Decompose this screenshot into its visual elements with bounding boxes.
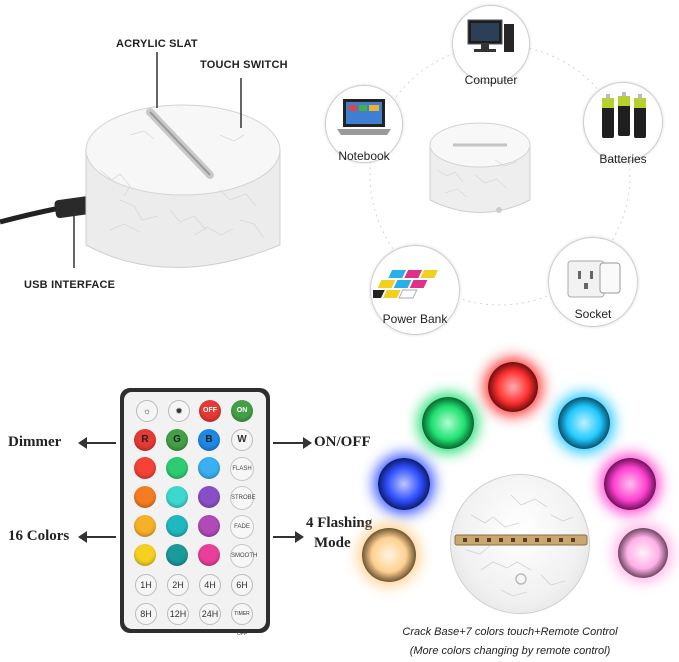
lilac-light-orb [618, 528, 668, 578]
color-button[interactable] [198, 486, 220, 508]
color-button[interactable] [198, 515, 220, 537]
lamp-base-illustration [0, 0, 320, 320]
color-button[interactable] [166, 544, 188, 566]
batteries-icon [598, 92, 650, 147]
computer-label: Computer [464, 73, 518, 87]
notebook-icon [335, 97, 393, 142]
blue-button[interactable]: B [198, 429, 220, 451]
flash-button[interactable]: FLASH [230, 457, 254, 481]
color-button[interactable] [134, 544, 156, 566]
socket-label: Socket [574, 307, 612, 321]
fade-button[interactable]: FADE [230, 515, 254, 539]
blue-light-orb [378, 458, 430, 510]
touch-switch-label: TOUCH SWITCH [200, 59, 288, 71]
color-button[interactable] [134, 515, 156, 537]
color-button[interactable] [198, 544, 220, 566]
smooth-button[interactable]: SMOOTH [230, 544, 257, 568]
color-button[interactable] [134, 486, 156, 508]
dimmer-label: Dimmer [8, 434, 62, 450]
crack-base-top-view [450, 474, 590, 614]
dimmer-arrow [80, 442, 116, 444]
timer-1h-button[interactable]: 1H [135, 574, 157, 596]
brightness-down-button[interactable]: ☼ [136, 400, 158, 422]
flashing-arrow [273, 536, 299, 538]
warm-white-light-orb [362, 528, 416, 582]
cyan-light-orb [558, 397, 610, 449]
usb-interface-label: USB INTERFACE [24, 279, 116, 291]
acrylic-slat-label: ACRYLIC SLAT [116, 38, 198, 50]
timer-off-button[interactable]: TIMER OFF [231, 603, 253, 637]
lamp-base-svg [0, 52, 281, 268]
brightness-up-button[interactable]: ✹ [168, 400, 190, 422]
socket-icon [566, 257, 624, 308]
on-button[interactable]: ON [231, 400, 253, 422]
dimmer-arrowhead [78, 437, 87, 449]
white-button[interactable]: W [231, 429, 253, 451]
flashing-label-line1: 4 Flashing [306, 515, 373, 531]
strobe-button[interactable]: STROBE [230, 486, 256, 510]
computer-icon [466, 18, 516, 61]
red-button[interactable]: R [134, 429, 156, 451]
colors16-arrow [80, 536, 116, 538]
power-bank-icon [367, 268, 457, 313]
color-button[interactable] [166, 486, 188, 508]
timer-4h-button[interactable]: 4H [199, 574, 221, 596]
color-button[interactable] [166, 457, 188, 479]
on-off-arrowhead [303, 437, 312, 449]
flashing-arrowhead [295, 531, 304, 543]
center-lamp-base [425, 115, 535, 225]
batteries-label: Batteries [599, 152, 647, 166]
on-off-label: ON/OFF [314, 434, 371, 450]
flashing-label-line2: Mode [314, 535, 351, 551]
timer-6h-button[interactable]: 6H [231, 574, 253, 596]
color-button[interactable] [166, 515, 188, 537]
timer-2h-button[interactable]: 2H [167, 574, 189, 596]
green-light-orb [422, 397, 474, 449]
colors16-label: 16 Colors [8, 528, 70, 544]
green-button[interactable]: G [166, 429, 188, 451]
color-button[interactable] [134, 457, 156, 479]
caption-line1: Crack Base+7 colors touch+Remote Control [402, 626, 618, 638]
off-button[interactable]: OFF [199, 400, 221, 422]
notebook-label: Notebook [338, 149, 390, 163]
on-off-arrow [273, 442, 307, 444]
power-bank-label: Power Bank [382, 312, 448, 326]
timer-24h-button[interactable]: 24H [199, 603, 221, 625]
timer-12h-button[interactable]: 12H [167, 603, 189, 625]
color-button[interactable] [198, 457, 220, 479]
timer-8h-button[interactable]: 8H [135, 603, 157, 625]
colors16-arrowhead [78, 531, 87, 543]
caption-line2: (More colors changing by remote control) [409, 645, 611, 657]
red-light-orb [488, 362, 538, 412]
pink-light-orb [604, 458, 656, 510]
